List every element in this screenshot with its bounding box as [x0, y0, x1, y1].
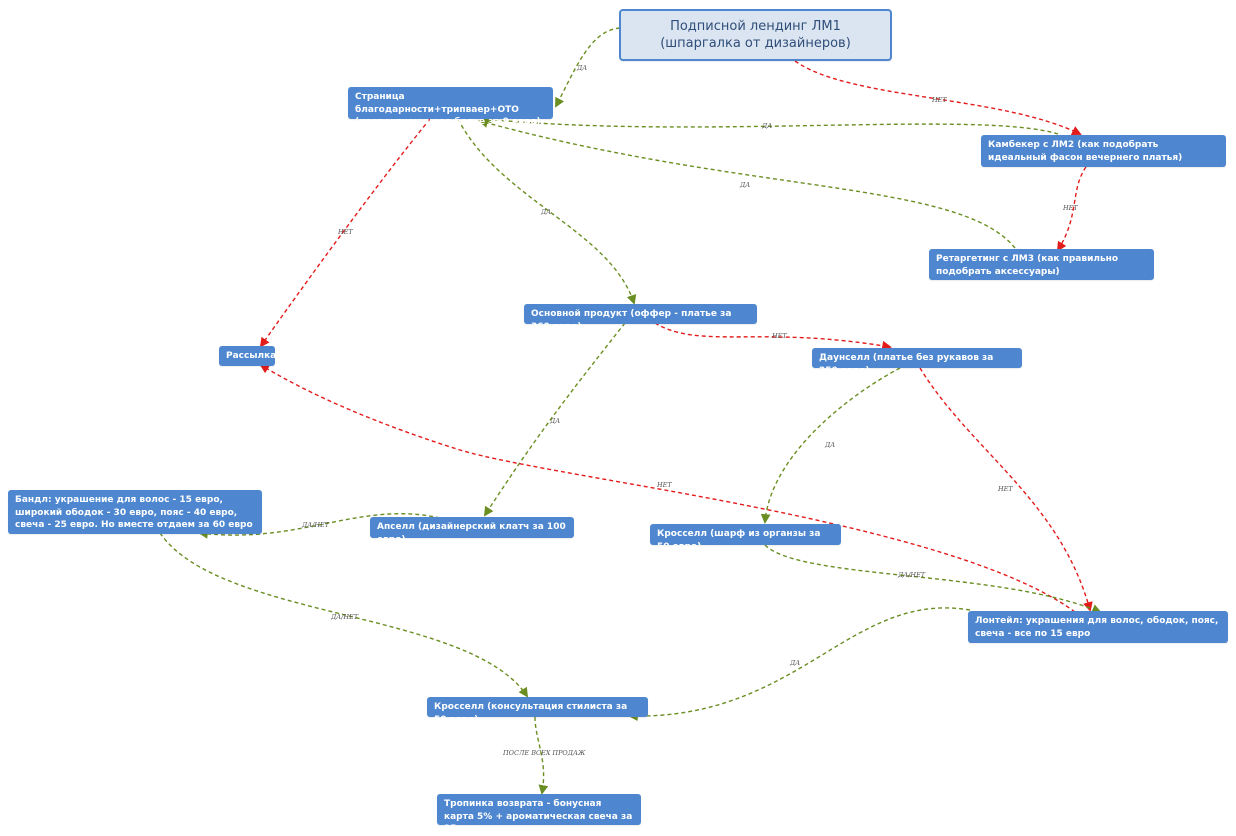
node-return-path-label: Тропинка возврата - бонусная карта 5% + …	[444, 799, 633, 834]
edge-main-downsell[interactable]: НЕТ	[654, 322, 892, 351]
edge-label-retarget-thanks: ДА	[739, 181, 750, 189]
edge-label-main-upsell: ДА	[549, 417, 560, 425]
node-thanks-page-label: Страница благодарности+трипваер+ОТО (кор…	[355, 92, 541, 127]
edge-label-comeback-retarget: НЕТ	[1062, 204, 1078, 212]
node-thanks-page[interactable]: Страница благодарности+трипваер+ОТО (кор…	[348, 87, 553, 127]
node-comeback-lm2-label: Камбекер с ЛМ2 (как подобрать идеальный …	[988, 140, 1183, 163]
edge-thanks-main[interactable]: ДА	[457, 118, 637, 305]
node-root-landing-label: Подписной лендинг ЛМ1 (шпаргалка от диза…	[660, 19, 851, 51]
node-downsell[interactable]: Даунселл (платье без рукавов за 250 евро…	[812, 348, 1022, 376]
edge-label-linetail-stylist: ДА	[789, 659, 800, 667]
node-newsletter[interactable]: Рассылка	[219, 346, 277, 366]
node-root-landing[interactable]: Подписной лендинг ЛМ1 (шпаргалка от диза…	[619, 9, 892, 61]
node-bundle-label: Бандл: украшение для волос - 15 евро, ши…	[15, 495, 253, 530]
edge-label-thanks-main: ДА	[540, 208, 551, 216]
edge-label-stylist-return: ПОСЛЕ ВСЕХ ПРОДАЖ	[502, 749, 586, 757]
node-retarget-lm3[interactable]: Ретаргетинг с ЛМ3 (как правильно подобра…	[929, 249, 1154, 280]
edge-main-upsell[interactable]: ДА	[483, 322, 626, 517]
edge-label-thanks-newsletter: НЕТ	[337, 228, 353, 236]
edge-root-comeback[interactable]: НЕТ	[794, 60, 1082, 135]
edge-label-downsell-scarf: ДА	[824, 441, 835, 449]
node-downsell-label: Даунселл (платье без рукавов за 250 евро…	[819, 353, 994, 376]
node-cross-stylist-label: Кросселл (консультация стилиста за 50 ев…	[434, 702, 628, 725]
edge-retarget-thanks[interactable]: ДА	[478, 118, 1016, 249]
edge-label-upsell-bundle: ДА/НЕТ	[301, 521, 330, 529]
edge-label-root-comeback: НЕТ	[931, 96, 947, 104]
edge-label-downsell-linetail: НЕТ	[997, 485, 1013, 493]
edge-comeback-retarget[interactable]: НЕТ	[1056, 166, 1087, 252]
node-upsell[interactable]: Апселл (дизайнерский клатч за 100 евро)	[370, 517, 574, 545]
edge-scarf-linetail[interactable]: ДА/НЕТ	[764, 544, 1102, 614]
node-linetail[interactable]: Лонтейл: украшения для волос, ободок, по…	[968, 611, 1228, 643]
edge-label-main-downsell: НЕТ	[771, 332, 787, 340]
edge-label-linetail-newsletter: НЕТ	[656, 481, 672, 489]
edge-label-scarf-linetail: ДА/НЕТ	[897, 571, 926, 579]
node-comeback-lm2[interactable]: Камбекер с ЛМ2 (как подобрать идеальный …	[981, 135, 1226, 167]
node-cross-stylist[interactable]: Кросселл (консультация стилиста за 50 ев…	[427, 697, 648, 725]
edge-label-bundle-stylist: ДА/НЕТ	[330, 613, 359, 621]
edge-downsell-linetail[interactable]: НЕТ	[919, 367, 1093, 612]
edge-upsell-bundle[interactable]: ДА/НЕТ	[198, 512, 441, 539]
node-return-path[interactable]: Тропинка возврата - бонусная карта 5% + …	[437, 794, 641, 834]
node-cross-scarf[interactable]: Кросселл (шарф из органзы за 50 евро)	[650, 524, 841, 552]
node-retarget-lm3-label: Ретаргетинг с ЛМ3 (как правильно подобра…	[936, 254, 1119, 277]
edge-bundle-stylist[interactable]: ДА/НЕТ	[159, 532, 529, 698]
node-linetail-label: Лонтейл: украшения для волос, ободок, по…	[975, 616, 1219, 639]
edge-stylist-return[interactable]: ПОСЛЕ ВСЕХ ПРОДАЖ	[502, 716, 586, 795]
node-bundle[interactable]: Бандл: украшение для волос - 15 евро, ши…	[8, 490, 262, 534]
node-upsell-label: Апселл (дизайнерский клатч за 100 евро)	[377, 522, 566, 545]
edge-linetail-newsletter[interactable]: НЕТ	[259, 363, 1076, 613]
node-cross-scarf-label: Кросселл (шарф из органзы за 50 евро)	[657, 529, 821, 552]
edge-label-root-thanks: ДА	[576, 64, 587, 72]
node-newsletter-label: Рассылка	[226, 351, 277, 361]
edge-thanks-newsletter[interactable]: НЕТ	[259, 118, 431, 348]
node-main-product-label: Основной продукт (оффер - платье за 360 …	[531, 309, 732, 332]
node-main-product[interactable]: Основной продукт (оффер - платье за 360 …	[524, 304, 757, 332]
edge-root-thanks[interactable]: ДА	[555, 27, 621, 108]
edge-label-comeback-thanks: ДА	[761, 122, 772, 130]
edge-downsell-scarf[interactable]: ДА	[760, 367, 901, 524]
edge-linetail-stylist[interactable]: ДА	[628, 607, 971, 722]
edge-comeback-thanks[interactable]: ДА	[483, 114, 1059, 135]
